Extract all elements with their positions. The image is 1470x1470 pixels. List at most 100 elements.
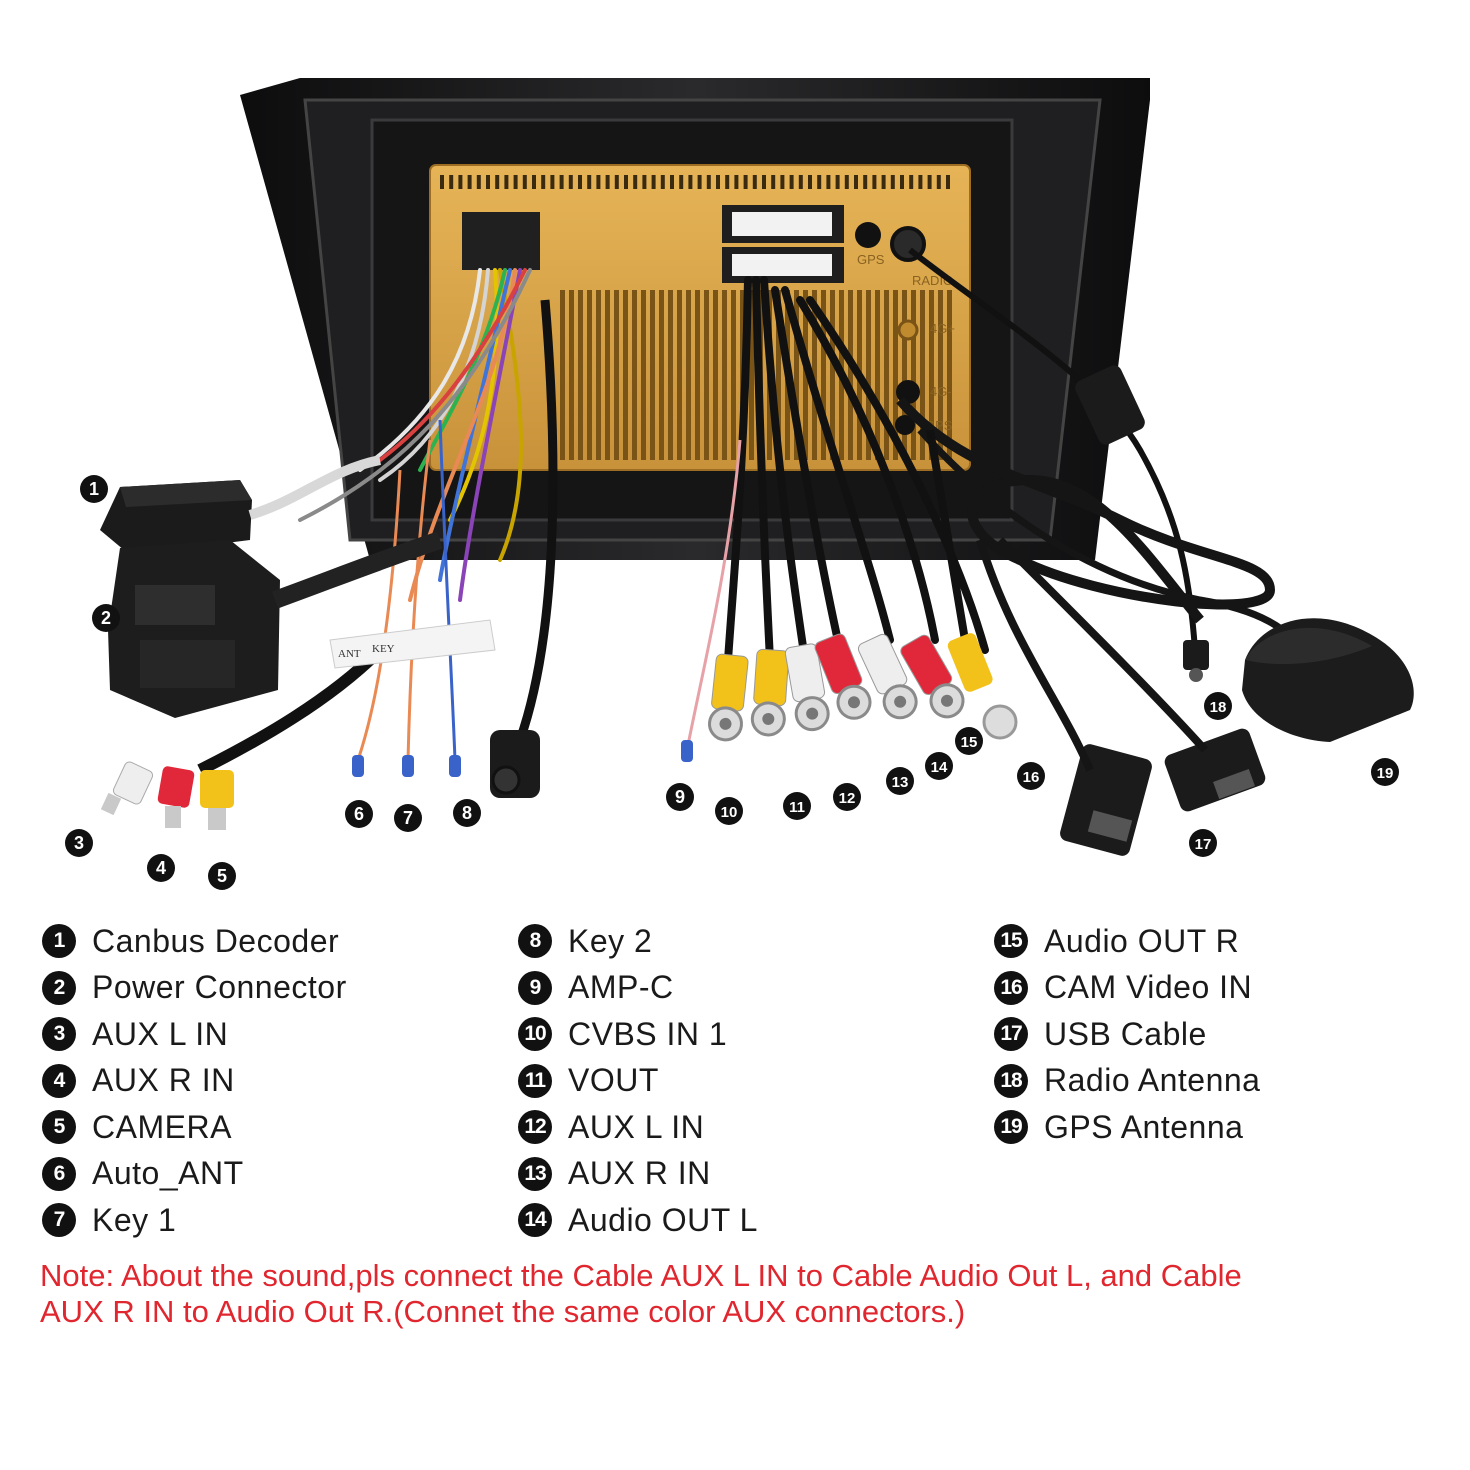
rca-audio-out-r (900, 634, 965, 719)
legend-number-badge: 19 (994, 1110, 1028, 1145)
heatsink-vent (844, 175, 849, 189)
heatsink-vent (909, 175, 914, 189)
heatsink-fin (821, 290, 826, 460)
heatsink-fin (560, 290, 565, 460)
legend-label: AUX R IN (92, 1062, 235, 1099)
legend-label: AUX R IN (568, 1155, 711, 1192)
callout-badge (65, 829, 93, 857)
callout-7: 7 (394, 804, 422, 832)
legend-number-badge: 13 (518, 1156, 552, 1191)
heatsink-fin (641, 290, 646, 460)
callout-number: 11 (789, 799, 805, 816)
heatsink-vent (771, 175, 776, 189)
legend-item: 13 AUX R IN (518, 1151, 988, 1198)
heatsink-vent (808, 175, 812, 189)
cable-usb-legs (976, 537, 1208, 772)
callout-badge (1189, 829, 1217, 857)
callout-4: 4 (147, 854, 175, 882)
heatsink-vent (789, 175, 794, 189)
heatsink-vent (697, 175, 702, 189)
heatsink-vent (716, 175, 720, 189)
heatsink-fin (605, 290, 610, 460)
heatsink-vent (624, 175, 628, 189)
callout-badge (147, 854, 175, 882)
legend-label: Canbus Decoder (92, 922, 340, 959)
heatsink-vent (440, 175, 444, 189)
heatsink-vent (734, 175, 739, 189)
heatsink-fin (578, 290, 583, 460)
heatsink-fin (830, 290, 835, 460)
cable-gps (917, 427, 1304, 652)
key-2-wire-tip (449, 755, 461, 777)
legend-number-badge: 1 (42, 924, 76, 959)
heatsink-fin (686, 290, 691, 460)
callout-8: 8 (453, 799, 481, 827)
head-unit-photo: GPS RADIO 4G+ 4G- GPS (65, 78, 1414, 890)
heatsink-vent (936, 175, 941, 189)
heatsink-vent (449, 175, 454, 189)
canbus-decoder-connector (100, 480, 252, 555)
legend-number-badge: 18 (994, 1063, 1028, 1098)
callout-15: 15 (955, 727, 983, 755)
heatsink-vent (762, 175, 766, 189)
callout-number: 1 (89, 479, 99, 499)
heatsink-vent (881, 175, 886, 189)
legend-label: AUX L IN (568, 1108, 705, 1145)
heatsink-vent (854, 175, 858, 189)
legend-number-badge: 3 (42, 1017, 76, 1052)
cable-tag-key: KEY (372, 643, 395, 655)
cable-usb-coil (896, 396, 1276, 624)
heatsink-vent (522, 175, 527, 189)
harness-socket-right (722, 205, 844, 283)
heatsink-fin (794, 290, 799, 460)
heatsink-fin (812, 290, 817, 460)
camera-power-plug (490, 730, 540, 798)
heatsink-vent (706, 175, 711, 189)
legend-number-badge: 10 (518, 1017, 552, 1052)
rca-audio-out-l (857, 633, 918, 720)
callout-number: 18 (1210, 699, 1227, 716)
rca-aux-l-in-center (784, 643, 830, 732)
callout-1: 1 (80, 475, 108, 503)
callout-badge (453, 799, 481, 827)
callout-11: 11 (783, 792, 811, 820)
legend-item: 1 Canbus Decoder (42, 918, 512, 965)
heatsink-vent (688, 175, 693, 189)
rca-aux-l-in-left (100, 761, 154, 816)
callout-badge (394, 804, 422, 832)
callout-18: 18 (1204, 692, 1232, 720)
heatsink-vent (513, 175, 518, 189)
heatsink-fin (659, 290, 664, 460)
heatsink-vent (890, 175, 895, 189)
radio-antenna-filter (1075, 365, 1145, 445)
heatsink-vent (458, 175, 463, 189)
heatsink-vent (596, 175, 601, 189)
callout-number: 13 (892, 774, 909, 791)
heatsink-vent (587, 175, 592, 189)
heatsink-fin (713, 290, 718, 460)
callout-badge (345, 800, 373, 828)
callout-number: 3 (74, 833, 84, 853)
callout-17: 17 (1189, 829, 1217, 857)
callout-number: 2 (101, 608, 111, 628)
callout-5: 5 (208, 862, 236, 890)
callout-badge (925, 752, 953, 780)
heatsink-vent (743, 175, 748, 189)
rca-aux-r-in-left (157, 766, 195, 828)
callout-number: 16 (1023, 769, 1040, 786)
legend-label: Key 1 (92, 1201, 177, 1238)
heatsink-fin (587, 290, 592, 460)
rca-cam-video-in (947, 633, 1018, 740)
heatsink-fin (614, 290, 619, 460)
heatsink-fin (749, 290, 754, 460)
heatsink-vent (578, 175, 582, 189)
legend-number-badge: 8 (518, 924, 552, 959)
